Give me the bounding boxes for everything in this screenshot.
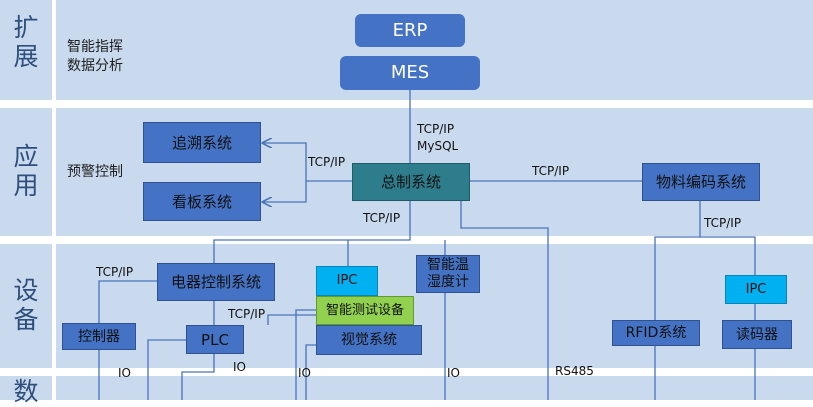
controller-label: 控制器: [78, 328, 120, 345]
vision-system-label: 视觉系统: [341, 332, 397, 348]
temp-humidity-label-2: 湿度计: [427, 274, 469, 290]
ipc-center-node[interactable]: IPC: [316, 266, 378, 296]
vision-system-node[interactable]: 视觉系统: [316, 325, 422, 355]
ipc-right-node[interactable]: IPC: [725, 275, 787, 304]
line-test-io: [295, 309, 316, 400]
code-reader-node[interactable]: 读码器: [722, 320, 792, 349]
label-io-4: IO: [447, 366, 460, 380]
line-ipc-right: [700, 236, 756, 275]
label-tcpip-mysql: TCP/IP MySQL: [417, 121, 458, 155]
line-plc-io-left: [147, 339, 186, 400]
erp-node-label: ERP: [392, 19, 428, 41]
material-coding-label: 物料编码系统: [655, 173, 746, 191]
master-system-label: 总制系统: [380, 173, 441, 191]
layer-desc-extend-line-1: 智能指挥: [67, 39, 123, 55]
label-io-1: IO: [118, 366, 131, 380]
trace-system-label: 追溯系统: [171, 133, 232, 152]
board-system-node[interactable]: 看板系统: [143, 182, 261, 221]
line-plc-io-right: [181, 354, 215, 400]
label-io-2: IO: [233, 360, 246, 374]
label-tcpip-left: TCP/IP: [308, 155, 346, 169]
layer-label-device-text: 设备: [13, 276, 39, 334]
line-electrical-controller: [98, 280, 157, 323]
line-vision-io: [305, 344, 316, 400]
line-master-rs485: [460, 201, 549, 400]
material-coding-node[interactable]: 物料编码系统: [642, 163, 760, 201]
plc-label: PLC: [201, 330, 229, 349]
label-tcpip-below-master: TCP/IP: [363, 211, 401, 225]
rfid-system-node[interactable]: RFID系统: [612, 320, 700, 346]
temp-humidity-node[interactable]: 智能温 湿度计: [416, 255, 480, 293]
layer-desc-extend-line-2: 数据分析: [67, 58, 123, 74]
ipc-right-label: IPC: [745, 281, 767, 297]
plc-node[interactable]: PLC: [186, 325, 244, 354]
label-io-3: IO: [298, 366, 311, 380]
temp-humidity-label-1: 智能温: [427, 257, 469, 273]
smart-test-device-node[interactable]: 智能测试设备: [316, 296, 414, 325]
electrical-control-label: 电器控制系统: [170, 273, 261, 291]
smart-test-device-label: 智能测试设备: [325, 302, 404, 318]
line-master-board: [263, 181, 307, 202]
board-system-label: 看板系统: [171, 192, 232, 211]
layer-desc-application: 预警控制: [67, 163, 123, 182]
ipc-center-label: IPC: [336, 273, 358, 288]
label-tcpip-plc: TCP/IP: [228, 307, 266, 321]
label-tcpip-mysql-line-1: TCP/IP: [417, 122, 455, 136]
erp-node[interactable]: ERP: [355, 14, 465, 47]
master-system-node[interactable]: 总制系统: [352, 163, 470, 201]
electrical-control-node[interactable]: 电器控制系统: [157, 263, 275, 301]
code-reader-label: 读码器: [736, 326, 778, 343]
label-tcpip-electrical: TCP/IP: [96, 265, 134, 279]
layer-label-application-text: 应用: [13, 142, 39, 200]
label-tcpip-mysql-line-2: MySQL: [417, 139, 459, 153]
layer-label-application: 应用: [0, 108, 52, 236]
mes-node-label: MES: [390, 62, 430, 83]
rfid-system-label: RFID系统: [625, 325, 687, 341]
mes-node[interactable]: MES: [340, 56, 480, 90]
label-rs485: RS485: [555, 364, 594, 378]
line-master-trace: [263, 143, 352, 182]
label-tcpip-right: TCP/IP: [532, 164, 570, 178]
layer-desc-application-line-1: 预警控制: [67, 164, 123, 180]
layer-label-extend: 扩展: [0, 0, 52, 100]
layer-label-extend-text: 扩展: [13, 13, 39, 71]
layer-label-device: 设备: [0, 244, 52, 368]
trace-system-node[interactable]: 追溯系统: [143, 122, 261, 163]
line-material-down: [654, 201, 701, 320]
label-tcpip-material: TCP/IP: [704, 216, 742, 230]
line-plc-vision: [267, 314, 316, 325]
layer-desc-extend: 智能指挥 数据分析: [67, 38, 123, 76]
controller-node[interactable]: 控制器: [62, 323, 136, 350]
line-master-bus: [213, 201, 411, 263]
